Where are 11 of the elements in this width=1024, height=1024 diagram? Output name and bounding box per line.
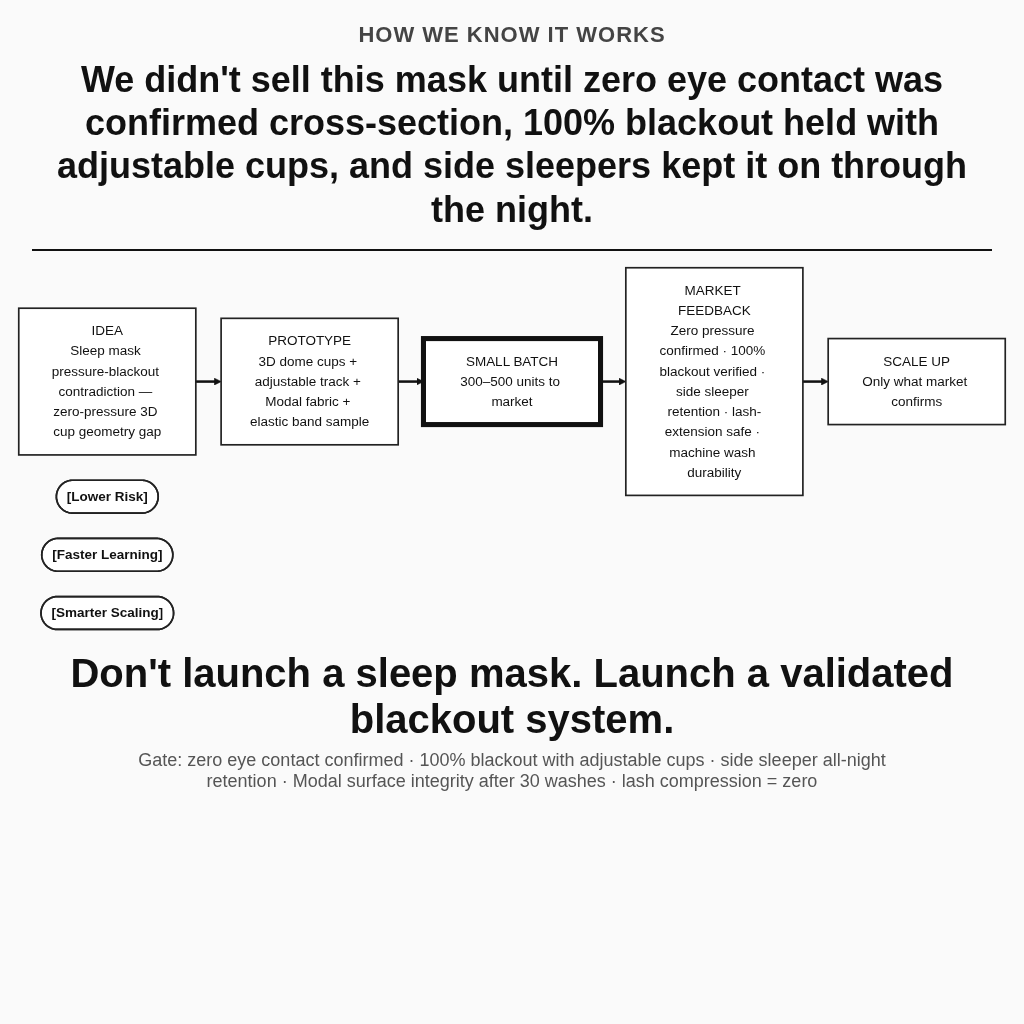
caption: Gate: zero eye contact confirmed · 100% blackout with adjustable cups · side sleeper all-night retention · Modal surface integrity after 30 washes · lash compression = zero xyxy=(137,749,887,792)
closing-headline: Don't launch a sleep mask. Launch a validated blackout system. xyxy=(69,649,955,742)
node-box: SCALE UP Only what market confirms xyxy=(827,337,1007,426)
node-box: PROTOTYPE 3D dome cups + adjustable track + Modal fabric + elastic band sample xyxy=(220,317,399,446)
node-box: MARKET FEEDBACK Zero pressure confirmed · 100% blackout verified · side sleeper retention · lash-extension safe · machine wash durability xyxy=(625,266,804,496)
headline-paragraph: We didn't sell this mask until zero eye contact was confirmed cross-section, 100% blackout held with adjustable cups, and side sleepers kept it on through the night. xyxy=(55,58,969,231)
node-box: SMALL BATCH 300–500 units to market xyxy=(420,335,604,427)
title: HOW WE KNOW IT WORKS xyxy=(357,22,667,48)
node-box: IDEA Sleep mask pressure-blackout contradiction — zero-pressure 3D cup geometry gap xyxy=(17,307,197,456)
arrow xyxy=(195,377,222,386)
arrow xyxy=(802,377,829,386)
